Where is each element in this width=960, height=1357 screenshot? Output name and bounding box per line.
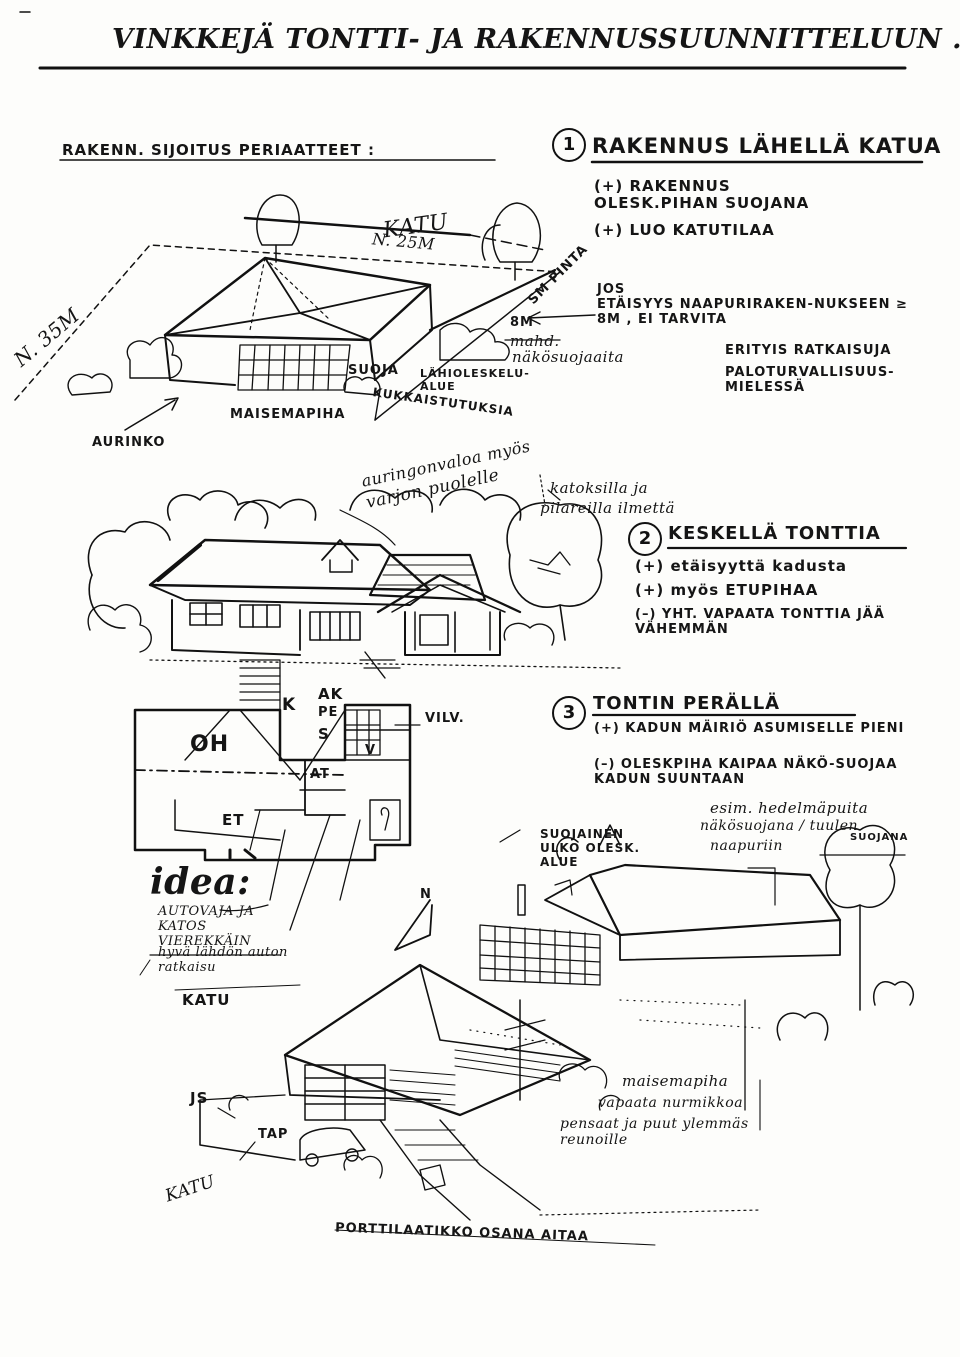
label-naapuriin: naapuriin xyxy=(710,838,783,854)
principle-2-heading: KESKELLÄ TONTTIA xyxy=(668,523,881,544)
label-esim: esim. hedelmäpuita xyxy=(710,799,869,817)
label-lahiolesk: LÄHIOLESKELU-ALUE xyxy=(420,367,530,393)
label-katoksilla: katoksilla ja xyxy=(550,479,649,497)
plan-label-v: V xyxy=(365,743,377,758)
label-suojainen: SUOJAINEN ULKO OLESK. ALUE xyxy=(540,827,641,869)
principle-1-number: 1 xyxy=(552,128,586,162)
label-maisemapiha-3: maisemapiha xyxy=(622,1072,729,1090)
plan-label-katu: KATU xyxy=(182,991,231,1009)
principle-2-number: 2 xyxy=(628,522,662,556)
plan-label-vilv: VILV. xyxy=(425,711,465,726)
principle-1-point-1: (+) RAKENNUS OLESK.PIHAN SUOJANA xyxy=(594,177,810,213)
page-title: VINKKEJÄ TONTTI- JA RAKENNUSSUUNNITTELUU… xyxy=(112,24,960,55)
plan-label-pe: PE xyxy=(318,705,339,720)
label-suojana: SUOJANA xyxy=(850,832,909,843)
sketch2-elevation-house xyxy=(87,488,621,679)
principle-2-point-3: (–) YHT. VAPAATA TONTTIA JÄÄ VÄHEMMÄN xyxy=(635,607,885,637)
principle-3-point-1: (+) KADUN MÄIRIÖ ASUMISELLE PIENI xyxy=(594,721,905,736)
label-mahd: mahd. xyxy=(510,332,560,350)
label-vapaata: vapaata nurmikkoa xyxy=(598,1095,744,1111)
label-pensaat: pensaat ja puut ylemmäs reunoille xyxy=(560,1116,749,1149)
principle-3-number: 3 xyxy=(552,696,586,730)
label-jos: JOS xyxy=(597,282,626,297)
label-js: JS xyxy=(190,1089,209,1107)
plan-label-s: S xyxy=(318,725,330,743)
label-tap: TAP xyxy=(258,1127,289,1142)
idea-autovaja: AUTOVAJA JA KATOS VIEREKKÄIN xyxy=(158,904,255,949)
plan-drawing xyxy=(133,659,433,991)
plan-label-oh: OH xyxy=(190,732,230,757)
label-aurinko: AURINKO xyxy=(92,435,166,450)
idea-hyva: hyvä lähdön auton ratkaisu xyxy=(158,945,288,975)
label-nakosuojana: näkösuojana / tuulen xyxy=(700,818,859,834)
principle-2-point-1: (+) etäisyyttä kadusta xyxy=(635,557,848,575)
label-palo: PALOTURVALLISUUS-MIELESSÄ xyxy=(725,365,895,395)
principle-3-point-2: (–) OLESKPIHA KAIPAA NÄKÖ-SUOJAA KADUN S… xyxy=(594,757,898,787)
plan-label-k: K xyxy=(282,695,297,715)
principle-1-point-2: (+) LUO KATUTILAA xyxy=(594,221,775,239)
plan-label-at: AT xyxy=(310,767,330,782)
plan-label-ak: AK xyxy=(318,685,344,703)
label-etaisyys: ETÄISYYS NAAPURIRAKEN-NUKSEEN ≥ 8M , EI … xyxy=(597,297,908,327)
principle-1-heading: RAKENNUS LÄHELLÄ KATUA xyxy=(592,134,942,158)
principle-3-heading: TONTIN PERÄLLÄ xyxy=(593,693,781,714)
label-erityis: ERITYIS RATKAISUJA xyxy=(725,343,892,358)
label-suoja: SUOJA xyxy=(348,363,399,378)
plan-label-et: ET xyxy=(222,811,245,829)
plan-label-n: N xyxy=(420,887,432,902)
sketch3-back-house xyxy=(139,824,915,1246)
principle-2-point-2: (+) myös ETUPIHAA xyxy=(635,581,819,599)
label-nakosuojaaita: näkösuojaaita xyxy=(512,348,624,366)
sketch1-aerial-house xyxy=(14,194,596,431)
label-8m: 8M xyxy=(510,315,534,330)
label-maisemapiha-1: MAISEMAPIHA xyxy=(230,407,346,422)
idea-label: idea: xyxy=(150,861,251,903)
label-pilareilla: pilareilla ilmettä xyxy=(540,499,675,517)
section-header: RAKENN. SIJOITUS PERIAATTEET : xyxy=(62,141,375,159)
